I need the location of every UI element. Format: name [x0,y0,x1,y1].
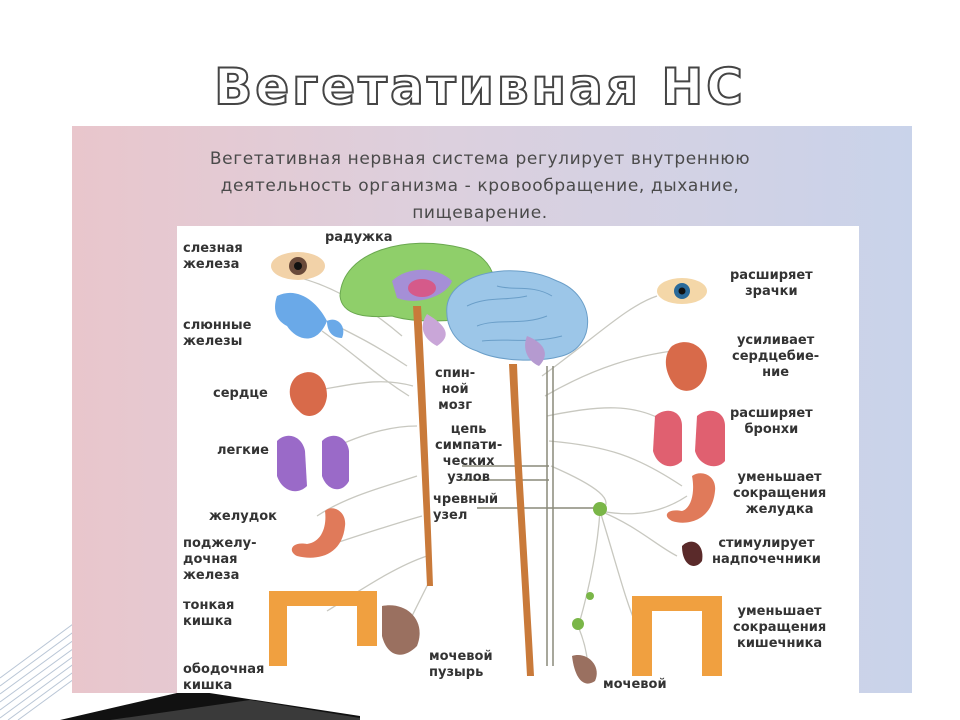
label-iris: радужка [325,230,393,245]
nervous-system-diagram: слезная железа радужка слюнные железы се… [177,226,859,693]
label-sympathetic-chain: цепь симпати- ческих узлов [435,422,503,485]
label-stomach: желудок [209,509,278,524]
label-lungs: легкие [217,443,269,458]
label-small-intestine: тонкая кишка [183,598,235,629]
label-bladder: мочевой пузырь [429,649,493,680]
diagram-illustration [269,242,725,684]
label-pancreas: поджелу- дочная железа [183,536,257,583]
label-salivary-glands: слюнные железы [183,318,252,349]
label-colon: ободочная кишка [183,662,265,693]
label-stimulates-adrenals: стимулирует надпочечники [712,536,821,567]
slide-title: Вегетативная НС [213,57,746,117]
eye-icon [271,252,325,280]
label-reduces-intestine-contractions: уменьшает сокращения кишечника [733,604,827,651]
label-dilates-pupils: расширяет зрачки [730,268,813,299]
label-lacrimal-gland: слезная железа [183,241,243,272]
intro-text: Вегетативная нервная система регулирует … [209,149,751,223]
eye-icon [657,278,707,304]
label-celiac-ganglion: чревный узел [433,492,499,523]
decorative-stripes [0,609,360,720]
label-heart: сердце [213,386,268,401]
label-increases-heartbeat: усиливает сердцебие- ние [732,333,820,380]
label-reduces-stomach-contractions: уменьшает сокращения желудка [733,470,827,517]
label-spinal-cord: спин- ной мозг [435,366,476,413]
label-dilates-bronchi: расширяет бронхи [730,406,813,437]
label-bladder-right: мочевой [603,677,667,692]
